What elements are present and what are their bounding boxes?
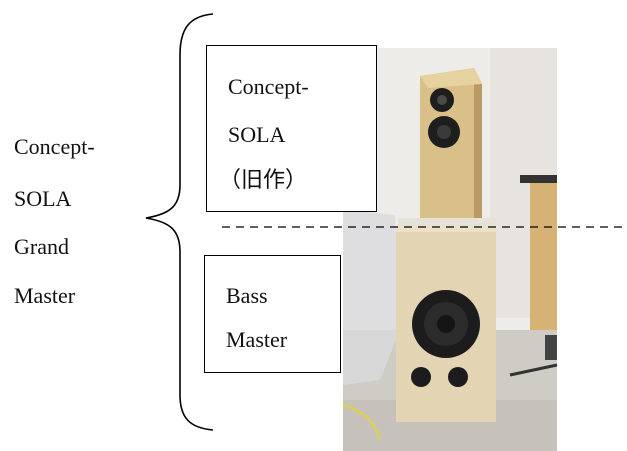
- top-unit-box: Concept- SOLA （旧作）: [206, 45, 377, 212]
- bottom-unit-box: Bass Master: [204, 255, 341, 373]
- top-unit-line: （旧作）: [219, 167, 308, 192]
- group-label-line: Master: [14, 283, 76, 308]
- concept-sola-speaker: [420, 68, 482, 222]
- top-unit-line: Concept-: [228, 74, 309, 99]
- group-label: Concept- SOLA Grand Master: [14, 0, 144, 451]
- bass-master-speaker: [396, 226, 496, 422]
- group-label-line: Concept-: [14, 134, 95, 159]
- bottom-unit-line: Master: [226, 327, 288, 352]
- bottom-unit-line: Bass: [226, 283, 268, 308]
- group-label-line: SOLA: [14, 186, 72, 211]
- group-label-line: Grand: [14, 234, 69, 259]
- top-unit-line: SOLA: [228, 122, 286, 147]
